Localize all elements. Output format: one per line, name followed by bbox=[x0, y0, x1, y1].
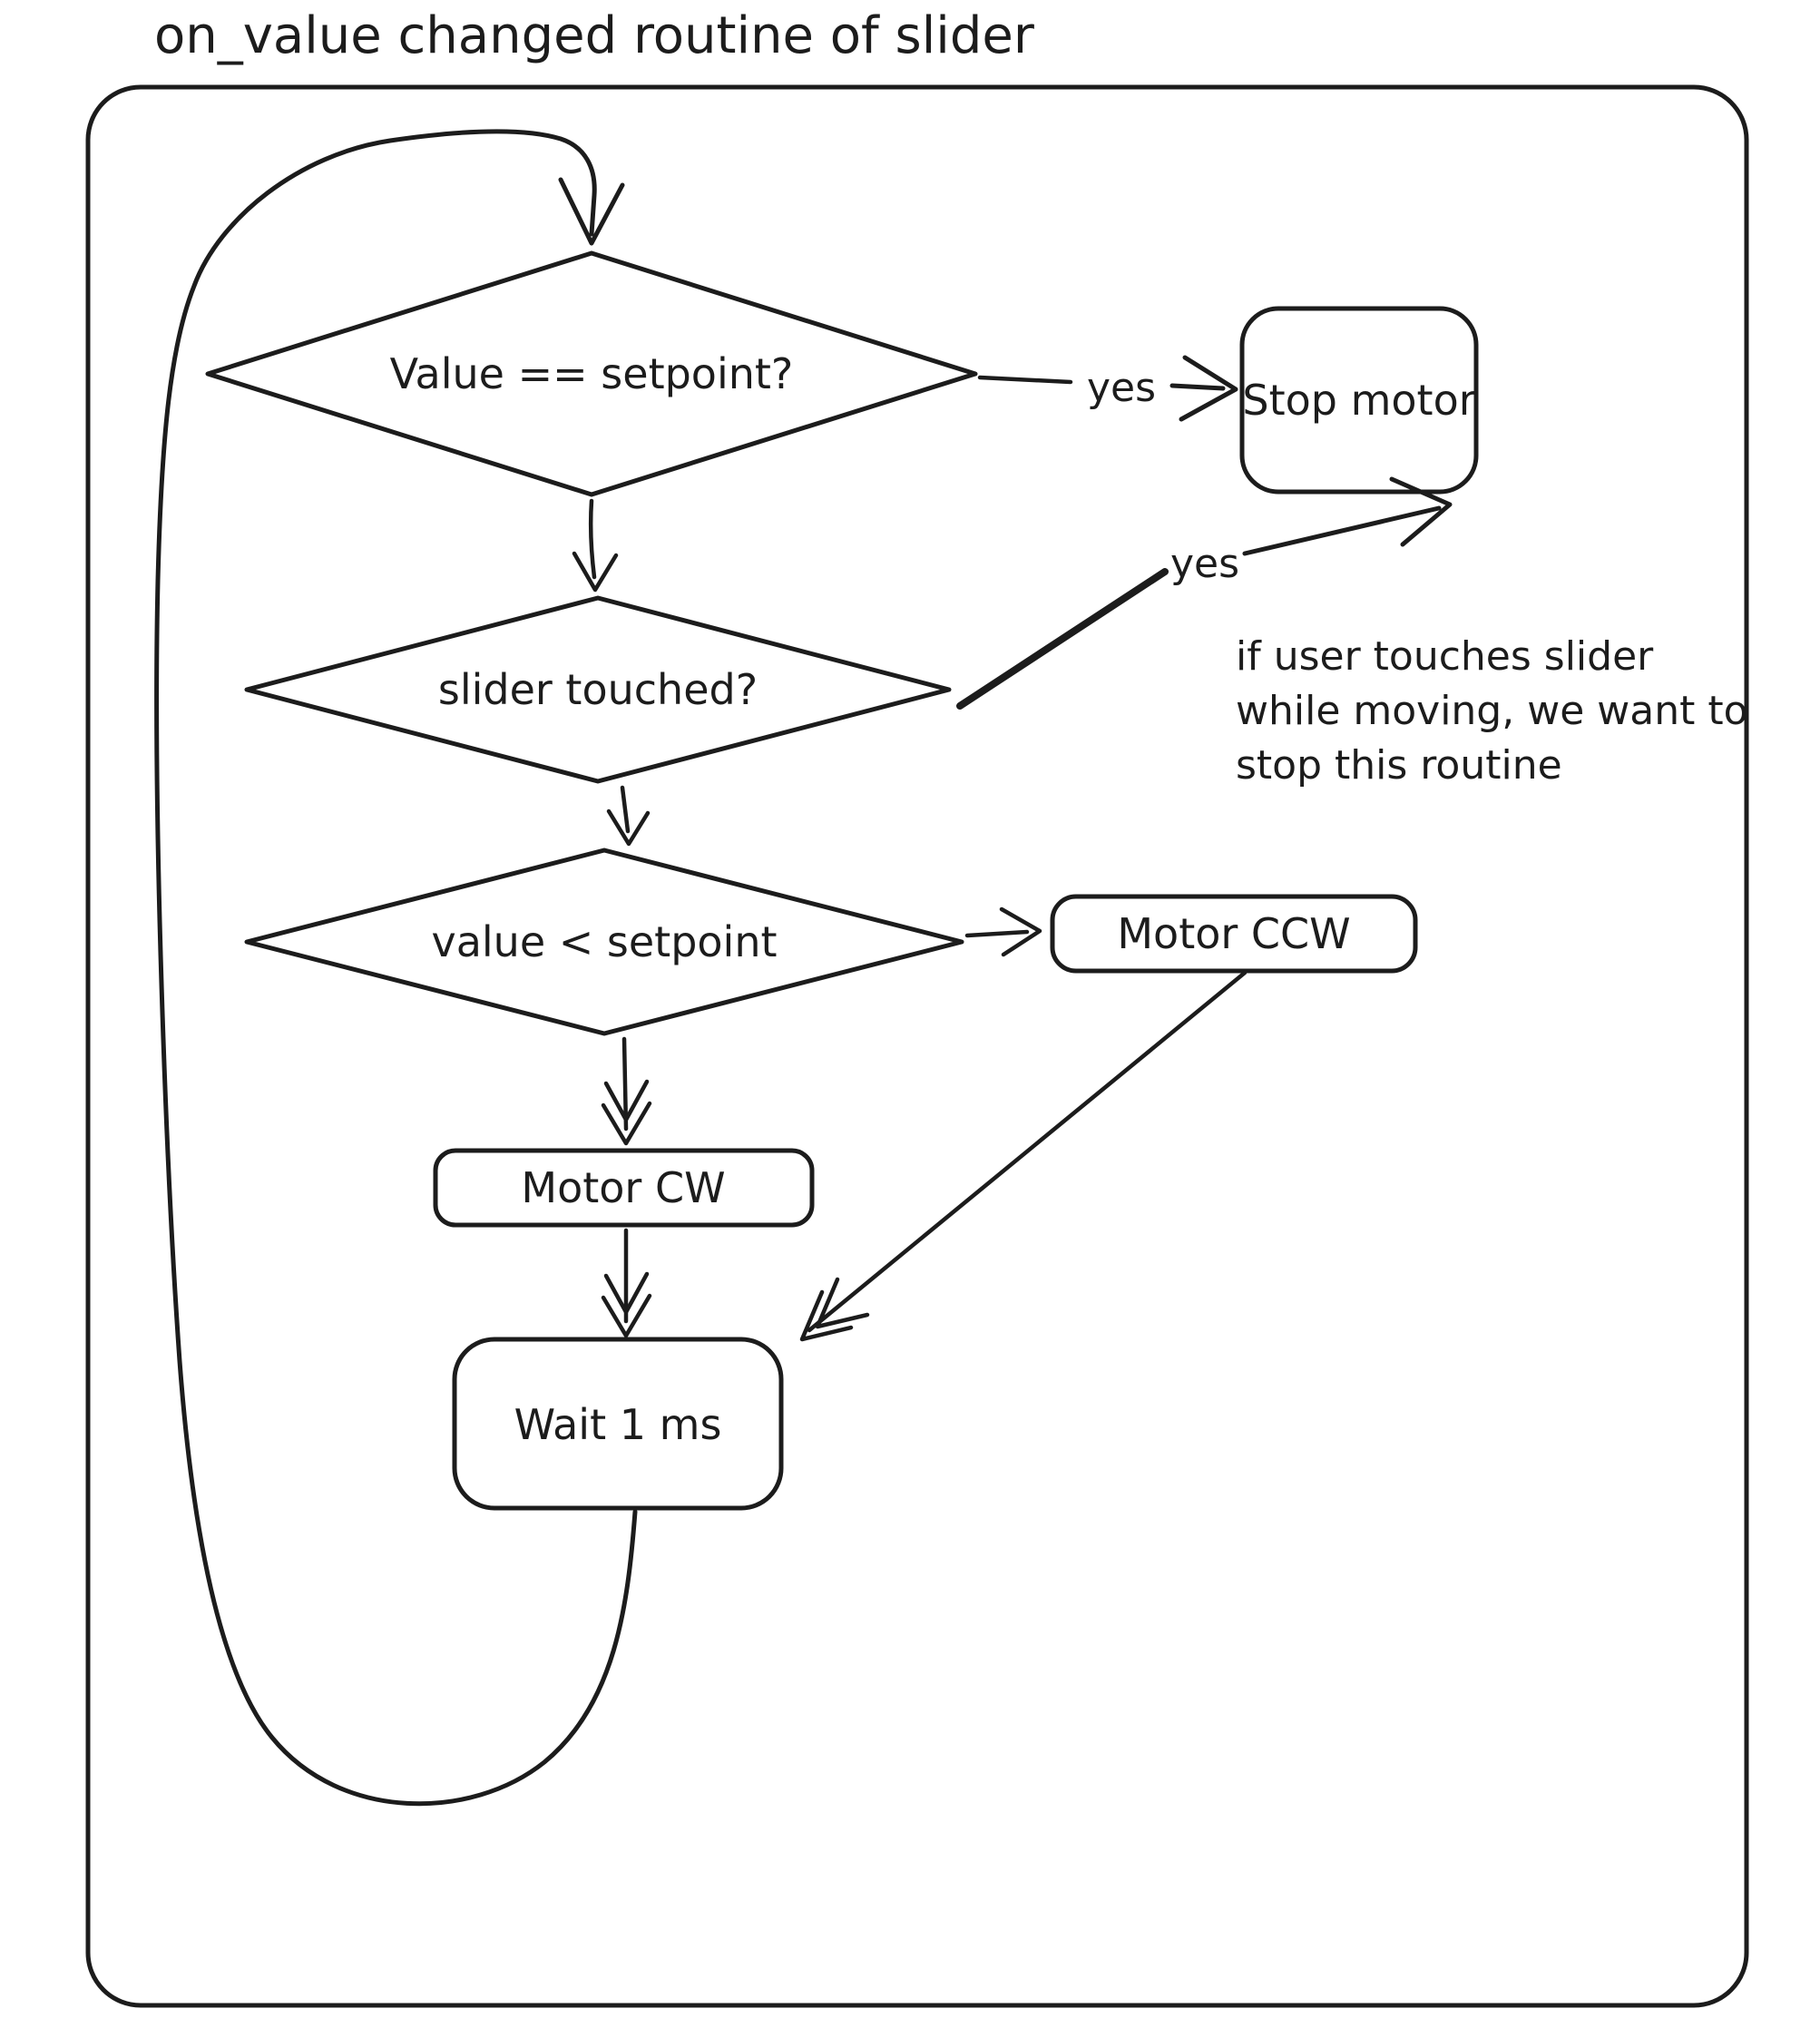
arrowhead-yes1-icon bbox=[1179, 355, 1238, 422]
node-decision-value-eq-setpoint[interactable]: Value == setpoint? bbox=[205, 250, 978, 497]
annotation-line-1: if user touches slider bbox=[1236, 633, 1654, 680]
diagram-title: on_value changed routine of slider bbox=[154, 6, 1035, 65]
edge-label-yes: yes bbox=[1170, 541, 1239, 587]
arrowhead-down2-icon bbox=[606, 808, 651, 847]
edge-label-yes: yes bbox=[1087, 365, 1156, 411]
node-process-stop-motor[interactable]: Stop motor bbox=[1239, 306, 1479, 495]
edge-slider-touched-no[interactable] bbox=[606, 785, 651, 847]
node-label: Value == setpoint? bbox=[390, 349, 794, 398]
edge-motor-ccw-to-wait[interactable] bbox=[799, 970, 1248, 1342]
arrowhead-yes2-icon bbox=[1389, 476, 1453, 547]
node-decision-value-lt-setpoint[interactable]: value < setpoint bbox=[244, 848, 964, 1036]
edge-value-lt-yes[interactable] bbox=[964, 906, 1042, 957]
arrowhead-loop-icon bbox=[558, 177, 625, 246]
node-process-motor-ccw[interactable]: Motor CCW bbox=[1050, 894, 1418, 974]
edge-value-eq-no[interactable] bbox=[572, 498, 619, 593]
outer-frame[interactable] bbox=[85, 84, 1749, 2008]
node-label: Motor CW bbox=[521, 1163, 725, 1212]
arrowhead-diag-icon bbox=[799, 1289, 854, 1342]
node-process-wait-1ms[interactable]: Wait 1 ms bbox=[452, 1337, 784, 1511]
node-label: Stop motor bbox=[1242, 376, 1475, 425]
annotation-line-2: while moving, we want to bbox=[1236, 688, 1748, 734]
node-label: Wait 1 ms bbox=[514, 1400, 722, 1449]
arrowhead-wait-icon bbox=[601, 1293, 652, 1338]
arrowhead-ccw-icon bbox=[999, 906, 1042, 957]
node-label: Motor CCW bbox=[1117, 909, 1350, 958]
arrowhead-cw-icon bbox=[601, 1101, 652, 1146]
annotation-line-3: stop this routine bbox=[1236, 742, 1562, 789]
arrowhead-cw2-icon bbox=[603, 1079, 650, 1122]
node-label: value < setpoint bbox=[431, 917, 777, 966]
node-label: slider touched? bbox=[438, 665, 758, 714]
edge-loop-wait-to-start[interactable] bbox=[154, 129, 638, 1807]
arrowhead-down1-icon bbox=[572, 551, 619, 593]
edge-value-eq-yes[interactable]: yes bbox=[977, 355, 1238, 422]
arrowhead-diag2-icon bbox=[815, 1277, 870, 1329]
node-decision-slider-touched[interactable]: slider touched? bbox=[244, 595, 952, 784]
arrowhead-wait2-icon bbox=[603, 1271, 650, 1315]
edge-slider-touched-yes[interactable]: yes bbox=[956, 476, 1453, 710]
edge-motor-cw-to-wait[interactable] bbox=[601, 1228, 652, 1338]
edge-value-lt-no[interactable] bbox=[601, 1036, 652, 1146]
annotation-note[interactable]: if user touches slider while moving, we … bbox=[1236, 633, 1748, 789]
node-process-motor-cw[interactable]: Motor CW bbox=[433, 1148, 815, 1228]
